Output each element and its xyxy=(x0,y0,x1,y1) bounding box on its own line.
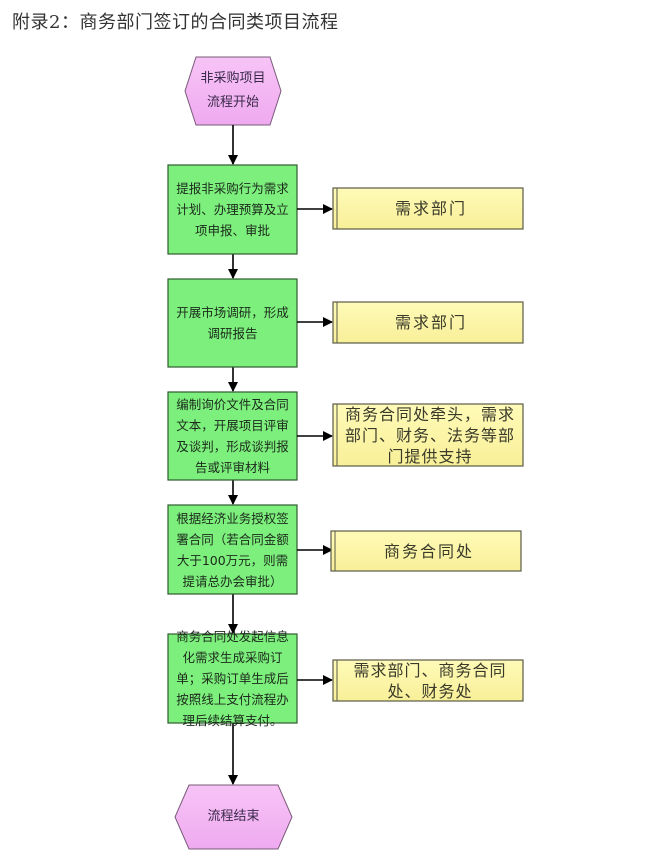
role4-label: 商务合同处 xyxy=(383,541,474,561)
role5-box xyxy=(332,659,524,702)
end-node-label: 流程结束 xyxy=(207,809,260,824)
role5-label: 需求部门、商务合同处、财务处 xyxy=(353,660,507,701)
step4-label: 根据经济业务授权签署合同（若合同金额大于100万元，则需提请总办会审批） xyxy=(176,510,289,589)
role2-label: 需求部门 xyxy=(394,313,467,332)
role2-box xyxy=(332,301,524,344)
step5-box xyxy=(167,633,298,724)
role3-box xyxy=(332,403,524,467)
role3-label: 商务合同处牵头，需求部门、财务、法务等部门提供支持 xyxy=(344,404,515,466)
end-node-shape xyxy=(174,784,293,850)
role1-label: 需求部门 xyxy=(394,199,467,218)
role1-box xyxy=(332,187,524,230)
page-title: 附录2：商务部门签订的合同类项目流程 xyxy=(12,12,339,33)
step2-box xyxy=(167,278,298,368)
step3-label: 编制询价文件及合同文本，开展项目评审及谈判，形成谈判报告或评审材料 xyxy=(176,397,289,475)
step3-box xyxy=(167,391,298,481)
role4-box xyxy=(330,530,522,572)
step2-label: 开展市场调研，形成调研报告 xyxy=(176,305,289,341)
step1-label: 提报非采购行为需求计划、办理预算及立项申报、审批 xyxy=(176,181,289,238)
start-node-label: 非采购项目流程开始 xyxy=(200,71,266,110)
start-node-shape xyxy=(184,56,282,126)
step4-box xyxy=(167,504,298,595)
step5-label: 商务合同处发起信息化需求生成采购订单；采购订单生成后按照线上支付流程办理后续结算… xyxy=(176,629,289,728)
